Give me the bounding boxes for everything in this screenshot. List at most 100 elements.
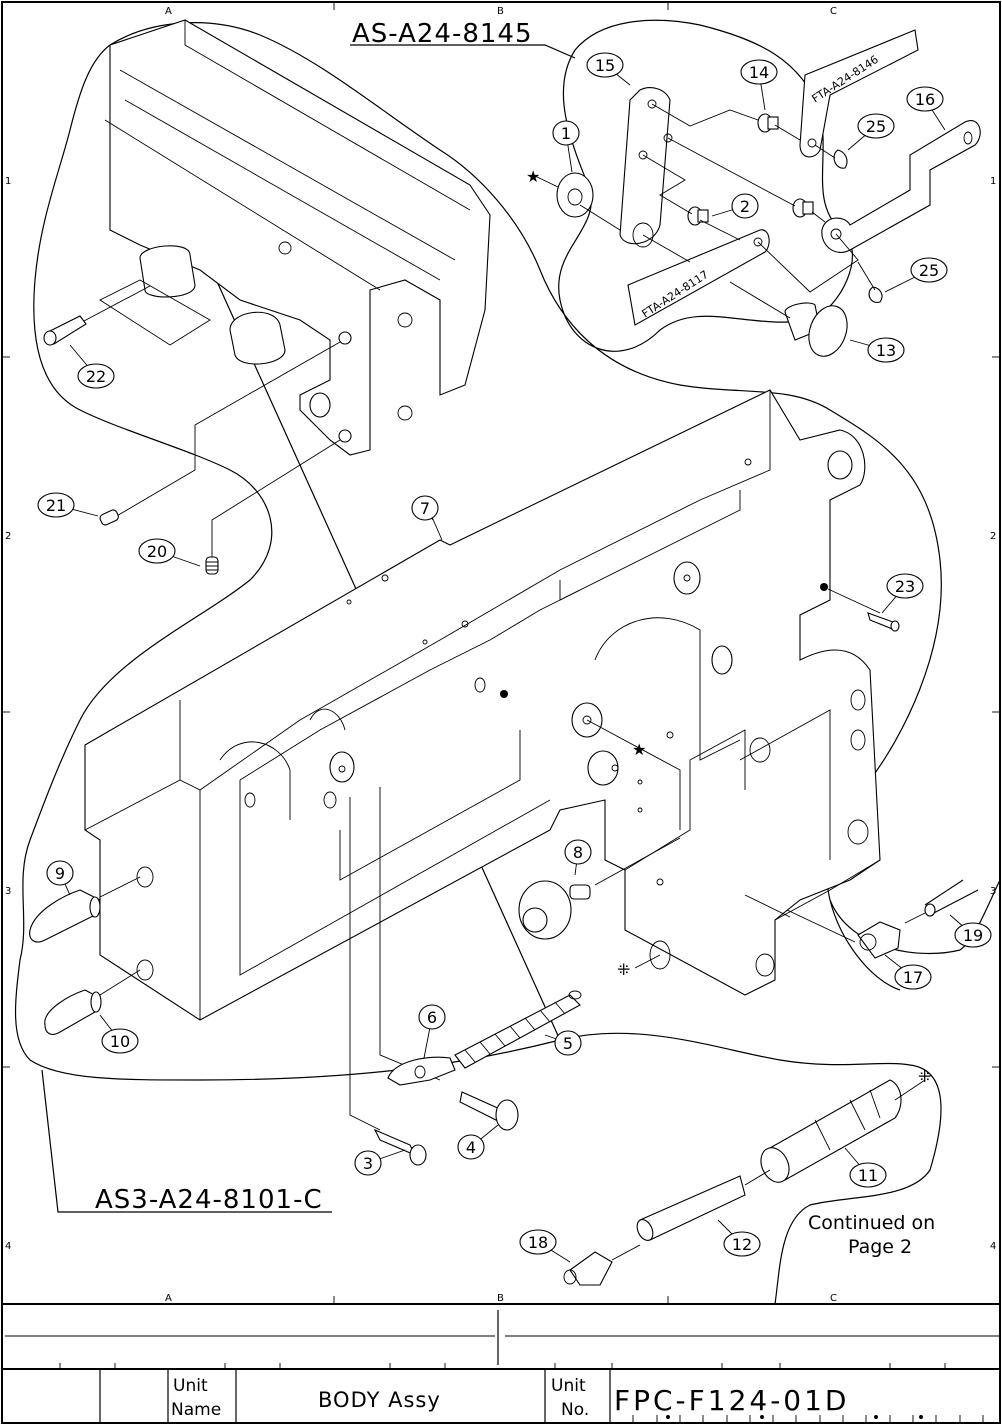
part-17-fitting xyxy=(857,921,901,959)
callout-bubble xyxy=(77,363,115,389)
callout-16: 16 xyxy=(906,86,946,131)
grid-row-4-left: 4 xyxy=(5,1241,11,1252)
star-symbol-upper: ★ xyxy=(526,167,540,186)
link-fta-8117 xyxy=(627,229,770,326)
part-20-setscrew xyxy=(205,556,219,575)
callout-number: 3 xyxy=(363,1154,373,1173)
upper-block-leaders xyxy=(51,285,341,560)
callout-number: 14 xyxy=(749,63,769,82)
assembly-label-bottom: AS3-A24-8101-C xyxy=(95,1185,323,1215)
callout-12: 12 xyxy=(717,1219,761,1257)
unit-name-label-line2: Name xyxy=(171,1400,221,1420)
callout-bubble xyxy=(731,193,759,219)
callout-bubble xyxy=(552,120,580,146)
callout-bubble xyxy=(867,337,905,363)
link-16 xyxy=(821,120,981,253)
callout-20: 20 xyxy=(138,538,201,567)
callout-14: 14 xyxy=(740,59,778,111)
unit-no-label-line2: No. xyxy=(561,1400,589,1420)
callout-number: 19 xyxy=(963,926,983,945)
callout-13: 13 xyxy=(849,337,905,363)
grid-row-1-left: 1 xyxy=(5,176,11,187)
callout-17: 17 xyxy=(884,954,932,990)
part-9-locating-pin xyxy=(29,889,101,943)
grid-row-1-right: 1 xyxy=(990,176,996,187)
callout-9: 9 xyxy=(46,860,74,896)
callout-bubble xyxy=(138,538,176,564)
callout-number: 20 xyxy=(147,542,167,561)
callout-8: 8 xyxy=(564,839,592,876)
part-11-sleeve xyxy=(760,1079,902,1183)
unit-name-value: BODY Assy xyxy=(318,1388,441,1412)
grid-row-3-left: 3 xyxy=(5,886,11,897)
callout-number: 22 xyxy=(86,367,106,386)
callout-18: 18 xyxy=(519,1229,571,1263)
callout-bubble xyxy=(46,860,74,886)
callout-bubble xyxy=(519,1229,557,1255)
upper-body-casting xyxy=(99,19,491,456)
part-6-lever xyxy=(387,1056,456,1086)
callout-bubble xyxy=(354,1150,382,1176)
callout-4: 4 xyxy=(457,1124,499,1160)
assembly-label-top: AS-A24-8145 xyxy=(352,19,533,49)
grid-col-a-top: A xyxy=(165,6,172,17)
unit-name-label-line1: Unit xyxy=(173,1376,208,1396)
callout-number: 23 xyxy=(895,577,915,596)
callout-number: 12 xyxy=(732,1235,752,1254)
pin-13 xyxy=(784,302,848,357)
callout-bubble xyxy=(723,1231,761,1257)
grid-row-2-right: 2 xyxy=(990,531,996,542)
callout-7: 7 xyxy=(411,495,439,521)
callout-15: 15 xyxy=(586,52,631,86)
callout-number: 17 xyxy=(903,968,923,987)
main-body-7 xyxy=(84,389,881,1021)
bracket-plate-15 xyxy=(619,87,673,248)
callout-bubble xyxy=(564,839,592,865)
part-4-screw xyxy=(459,1091,519,1131)
callout-number: 1 xyxy=(561,124,571,143)
e-ring-25-lower xyxy=(868,286,883,303)
callout-number: 25 xyxy=(866,117,886,136)
washer-1 xyxy=(556,172,594,218)
callout-bubble xyxy=(586,52,624,78)
callout-22: 22 xyxy=(69,344,115,389)
callout-11: 11 xyxy=(844,1147,887,1188)
callout-bubble xyxy=(101,1028,139,1054)
callout-number: 21 xyxy=(46,496,66,515)
grid-col-c-bottom: C xyxy=(830,1293,837,1304)
fitting-leader xyxy=(904,912,926,924)
part-21-setscrew xyxy=(99,509,119,526)
callout-number: 5 xyxy=(563,1034,573,1053)
callout-19: 19 xyxy=(949,914,992,948)
callout-number: 18 xyxy=(528,1233,548,1252)
part-23-pin xyxy=(867,612,900,632)
callout-bubble xyxy=(418,1004,446,1030)
assembly-leader-top xyxy=(350,44,576,59)
callout-number: 25 xyxy=(919,261,939,280)
unit-no-label-line1: Unit xyxy=(551,1376,586,1396)
unit-no-value: FPC-F124-01D xyxy=(614,1384,850,1417)
callout-number: 7 xyxy=(420,499,430,518)
callout-10: 10 xyxy=(99,1014,139,1054)
callout-number: 15 xyxy=(595,56,615,75)
callout-23: 23 xyxy=(881,573,924,614)
callout-bubble xyxy=(910,257,948,283)
star-symbol-body: ★ xyxy=(632,740,646,759)
grid-col-a-bottom: A xyxy=(165,1293,172,1304)
callout-bubble xyxy=(906,86,944,112)
callout-number: 9 xyxy=(55,864,65,883)
callout-25: 25 xyxy=(847,113,895,151)
callout-number: 8 xyxy=(573,843,583,862)
part-12-tube xyxy=(636,1175,746,1241)
callout-25: 25 xyxy=(884,257,948,293)
main-body-leaders xyxy=(99,516,881,1131)
callout-number: 16 xyxy=(915,90,935,109)
continued-note-line2: Page 2 xyxy=(848,1236,912,1258)
grid-col-b-bottom: B xyxy=(497,1293,504,1304)
callout-2: 2 xyxy=(711,193,759,219)
callout-number: 4 xyxy=(466,1138,476,1157)
grid-ticks xyxy=(2,2,1000,1304)
part-19-tube xyxy=(924,879,979,917)
callout-bubble xyxy=(457,1134,485,1160)
